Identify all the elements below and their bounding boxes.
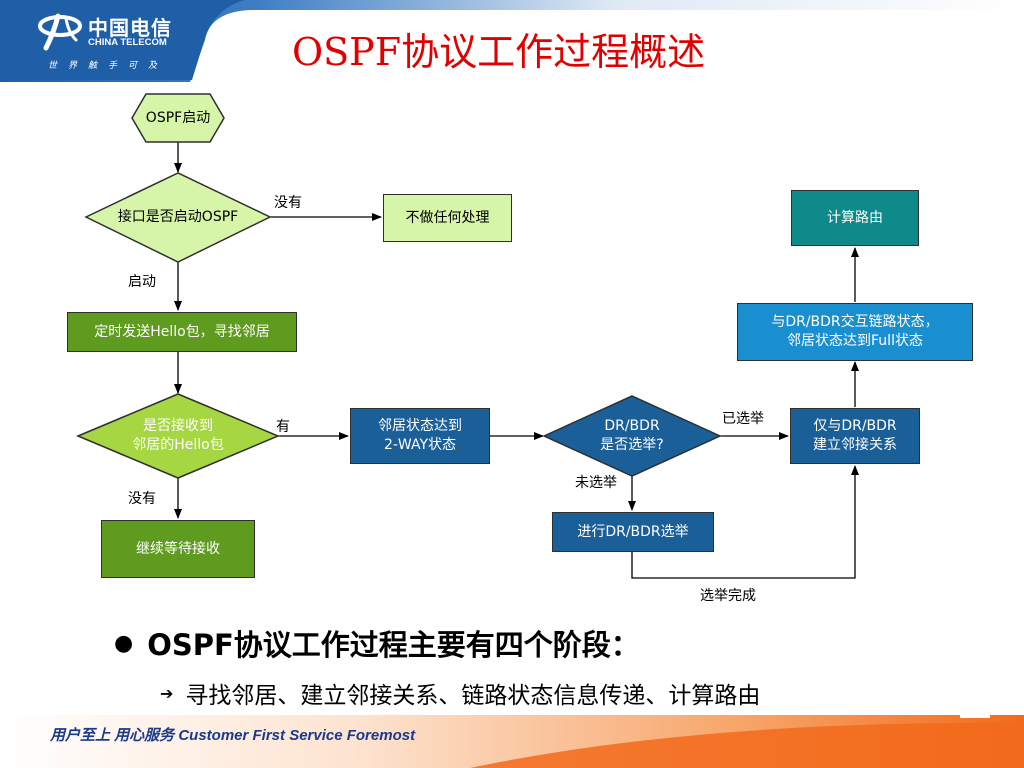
footer-banner (0, 715, 1024, 768)
dr-elected-label: DR/BDR 是否选举? (600, 418, 664, 453)
china-telecom-logo: 中国电信 CHINA TELECOM 世界触手可及 (0, 0, 200, 82)
slide-title: OSPF协议工作过程概述 (292, 30, 706, 74)
bullet-main-text: OSPF协议工作过程主要有四个阶段： (147, 628, 640, 662)
bullet-main: ● OSPF协议工作过程主要有四个阶段： (114, 622, 640, 664)
header-background (0, 0, 1024, 82)
label-elected: 已选举 (722, 411, 764, 427)
logo-slogan: 世界触手可及 (48, 61, 169, 71)
footer-slogan: 用户至上 用心服务 Customer First Service Foremos… (50, 727, 416, 744)
exchange-lsdb-box: 与DR/BDR交互链路状态， 邻居状态达到Full状态 (737, 303, 973, 361)
adjacency-box: 仅与DR/BDR 建立邻接关系 (790, 408, 920, 464)
check-interface-label: 接口是否启动OSPF (117, 208, 239, 225)
two-way-box: 邻居状态达到 2-WAY状态 (350, 408, 490, 464)
connector-election-to-adjacency (631, 465, 859, 579)
bullet-sub: ➔ 寻找邻居、建立邻接关系、链路状态信息传递、计算路由 (160, 676, 760, 710)
decision-check-interface (84, 172, 272, 263)
do-election-box: 进行DR/BDR选举 (552, 512, 714, 552)
arrow-right-icon: ➔ (160, 683, 174, 703)
logo-chinese-text: 中国电信 (88, 16, 172, 40)
decision-received-hello (76, 393, 280, 479)
label-not-received: 没有 (128, 491, 156, 507)
header-banner: 中国电信 CHINA TELECOM 世界触手可及 (0, 0, 1024, 90)
logo-english-text: CHINA TELECOM (88, 37, 167, 48)
label-not-elected: 未选举 (575, 475, 617, 491)
start-node-label: OSPF启动 (145, 109, 211, 126)
label-not-enabled: 没有 (274, 195, 302, 211)
label-yes-received: 有 (276, 419, 290, 435)
send-hello-box: 定时发送Hello包，寻找邻居 (67, 312, 297, 352)
label-enabled: 启动 (128, 274, 156, 290)
decision-dr-elected (542, 395, 722, 477)
start-hexagon (131, 93, 225, 143)
telecom-emblem-icon (38, 13, 82, 51)
received-hello-label: 是否接收到 邻居的Hello包 (132, 418, 224, 453)
bullet-dot-icon: ● (114, 630, 134, 656)
bullet-sub-text: 寻找邻居、建立邻接关系、链路状态信息传递、计算路由 (185, 683, 761, 709)
keep-waiting-box: 继续等待接收 (101, 520, 255, 578)
no-action-box: 不做任何处理 (383, 194, 512, 242)
label-election-done: 选举完成 (700, 588, 756, 604)
calc-route-box: 计算路由 (791, 190, 919, 246)
